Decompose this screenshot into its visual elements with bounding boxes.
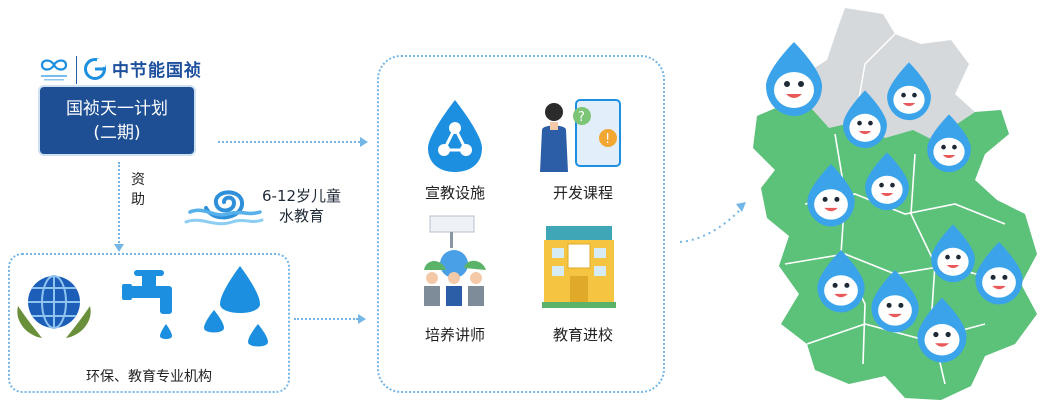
activity-label: 培养讲师 — [424, 326, 485, 344]
water-education-topic: 水教育 — [279, 207, 325, 225]
infinity-logo-icon — [40, 59, 68, 81]
activities-box — [377, 55, 665, 393]
logo-divider — [76, 56, 77, 84]
svg-text:?: ? — [578, 110, 585, 125]
activity-label: 教育进校 — [552, 326, 613, 344]
project-box: 国祯天一计划 (二期) — [40, 87, 194, 154]
water-tap-icon — [122, 270, 172, 339]
arrow-right-icon — [360, 137, 368, 147]
connector-activities-to-map — [679, 202, 746, 243]
school-building-icon — [542, 226, 616, 308]
brand-logo: 中节能国祯 — [84, 56, 202, 81]
globe-leaves-icon — [17, 275, 91, 338]
water-education-age: 6-12岁儿童 — [262, 187, 342, 205]
wave-icon — [184, 190, 264, 226]
organizations-label: 环保、教育专业机构 — [86, 369, 212, 385]
province-map — [753, 8, 1037, 400]
connector-project-to-activities — [218, 141, 360, 143]
svg-text:!: ! — [605, 132, 610, 147]
connector-funding — [118, 162, 120, 246]
activity-label: 宣教设施 — [424, 184, 485, 202]
water-drops-icon — [204, 266, 268, 347]
organizations-box — [8, 253, 290, 393]
brand-g-icon — [84, 57, 106, 80]
brand-name: 中节能国祯 — [112, 61, 202, 81]
arrow-down-icon — [114, 244, 124, 252]
teacher-tablet-icon: ? ! — [540, 99, 621, 172]
funding-label: 资助 — [131, 172, 145, 208]
project-phase: (二期) — [93, 122, 141, 143]
connector-orgs-to-activities — [294, 318, 358, 320]
activity-label: 开发课程 — [552, 184, 613, 202]
trainers-group-icon — [424, 215, 486, 306]
project-title: 国祯天一计划 — [66, 98, 168, 119]
water-network-icon — [428, 100, 482, 172]
water-education-label: 6-12岁儿童 水教育 — [262, 186, 341, 226]
arrow-right-icon — [358, 314, 366, 324]
